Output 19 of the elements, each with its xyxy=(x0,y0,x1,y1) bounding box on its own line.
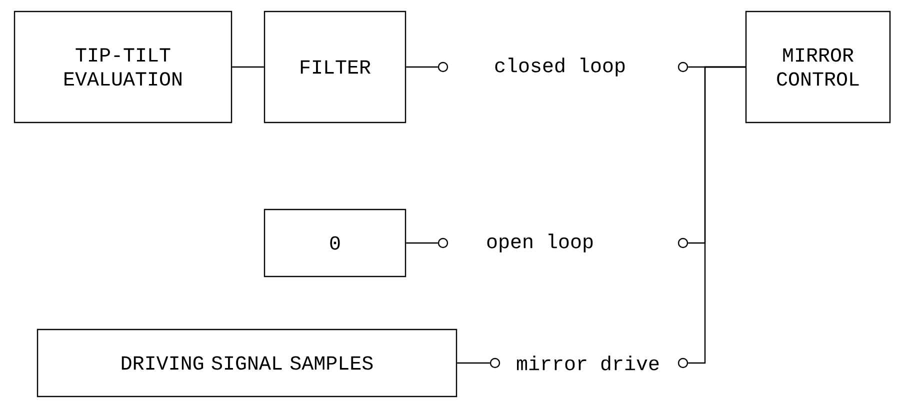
terminal-circle xyxy=(438,62,448,72)
switch-label: mirror drive xyxy=(516,356,659,370)
terminal-circle xyxy=(438,238,448,248)
connector-line xyxy=(457,362,490,364)
connector-line xyxy=(232,66,264,68)
terminal-circle xyxy=(678,238,688,248)
process-box: 0 xyxy=(264,208,406,278)
terminal-circle xyxy=(678,358,688,368)
switch-label: closed loop xyxy=(495,58,625,76)
connector-line xyxy=(688,66,746,364)
connector-line xyxy=(406,242,438,244)
process-box: DRIVING SIGNAL SAMPLES xyxy=(36,328,458,398)
process-box: MIRROR CONTROL xyxy=(745,10,891,124)
process-box: FILTER xyxy=(264,10,406,124)
terminal-circle xyxy=(678,62,688,72)
connector-line xyxy=(406,66,438,68)
process-box: TIP-TILT EVALUATION xyxy=(14,10,232,124)
terminal-circle xyxy=(490,358,500,368)
switch-label: open loop xyxy=(487,234,593,252)
